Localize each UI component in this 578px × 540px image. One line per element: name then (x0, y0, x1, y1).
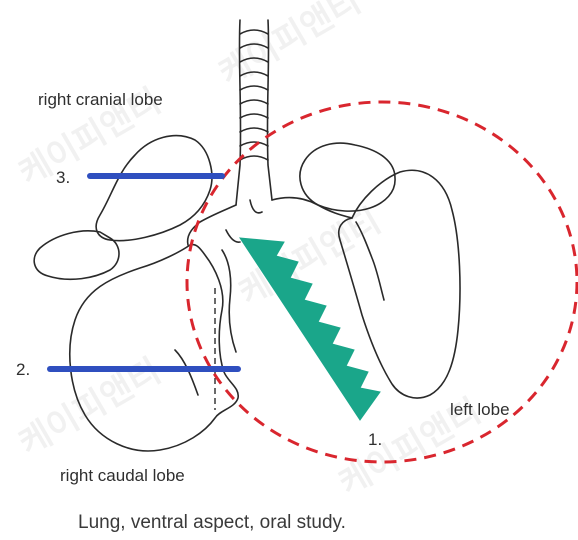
right-cranial-lobe (96, 136, 212, 241)
right-middle-lobe (34, 231, 119, 279)
label-left-lobe: left lobe (450, 400, 510, 420)
label-right-caudal-lobe: right caudal lobe (60, 466, 185, 486)
section-wedge-1 (240, 238, 380, 420)
label-section-1: 1. (368, 430, 382, 450)
right-bronchus (188, 205, 236, 245)
label-section-2: 2. (16, 360, 30, 380)
trachea-rings (240, 30, 268, 160)
figure-caption: Lung, ventral aspect, oral study. (78, 512, 346, 534)
left-lobe (339, 170, 460, 398)
left-lobe-inner-edge (356, 222, 384, 300)
label-right-cranial-lobe: right cranial lobe (38, 90, 163, 110)
caudal-lobe-fold (175, 350, 198, 395)
label-section-3: 3. (56, 168, 70, 188)
mediastinal-edge (222, 250, 236, 352)
left-cranial-lobe (300, 143, 395, 211)
